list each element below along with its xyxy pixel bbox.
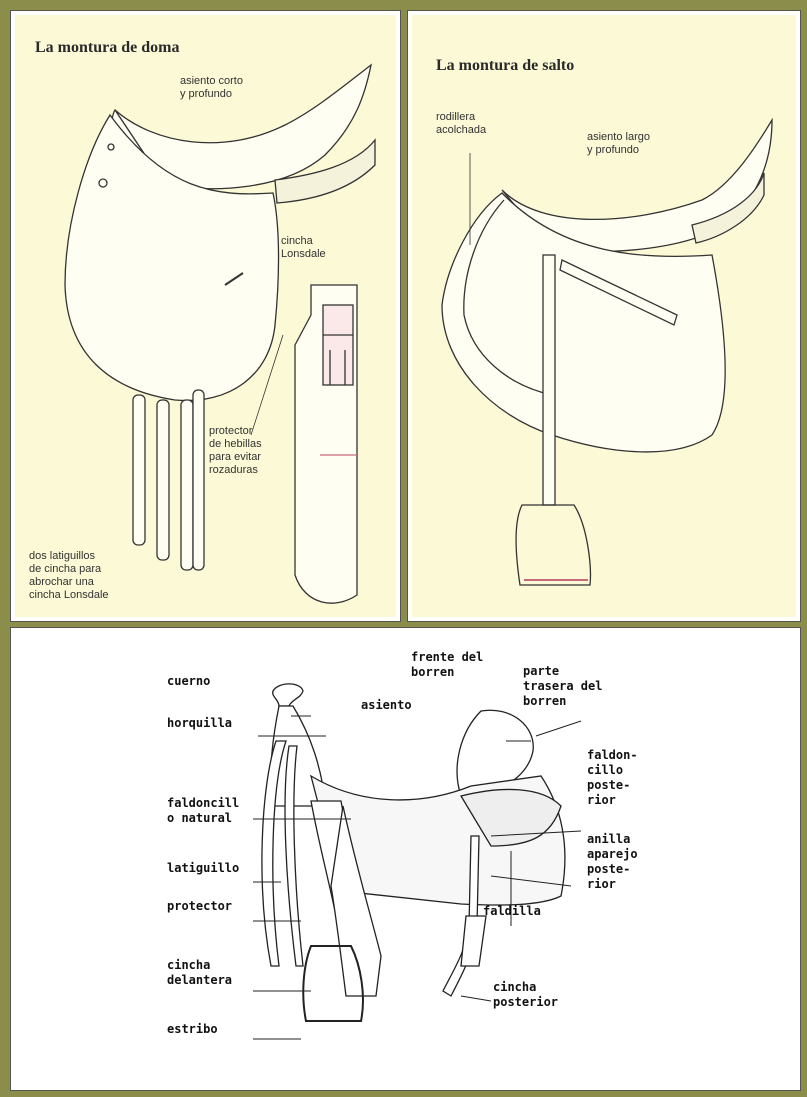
- horn-shape: [273, 684, 303, 706]
- fender-label: faldilla: [483, 904, 541, 919]
- guard-label: protector: [167, 899, 232, 914]
- fork-label: horquilla: [167, 716, 232, 731]
- jumping-saddle-panel: La montura de salto rodillera acolchada …: [407, 10, 801, 622]
- cantle-front-label: frente del borren: [411, 650, 483, 680]
- jumping-saddle-illustration-area: La montura de salto rodillera acolchada …: [412, 15, 796, 617]
- billet-strap: [133, 395, 145, 545]
- dressage-saddle-illustration-area: La montura de doma asiento corto y profu…: [15, 15, 396, 617]
- dressage-girth-label: cincha Lonsdale: [281, 235, 326, 261]
- seat-label: asiento: [361, 698, 412, 713]
- billet-strap: [157, 400, 169, 560]
- dressage-saddle-panel: La montura de doma asiento corto y profu…: [10, 10, 401, 622]
- natural-jockey-label: faldoncill o natural: [167, 796, 239, 826]
- rear-jockey-label: faldon- cillo poste- rior: [587, 748, 638, 808]
- jumping-title: La montura de salto: [436, 57, 574, 75]
- dressage-billets-label: dos latiguillos de cincha para abrochar …: [29, 550, 109, 602]
- dressage-buckle-guard-label: protector de hebillas para evitar rozadu…: [209, 425, 262, 477]
- stirrup-leather: [543, 255, 555, 505]
- western-saddle-illustration-area: cuerno horquilla asiento frente del borr…: [161, 636, 635, 1082]
- jumping-knee-roll-label: rodillera acolchada: [436, 111, 486, 137]
- rear-rigging-label: anilla aparejo poste- rior: [587, 832, 638, 892]
- dressage-saddle-drawing: [15, 15, 396, 617]
- latigo-label: latiguillo: [167, 861, 239, 876]
- jumping-saddle-drawing: [412, 15, 796, 617]
- front-cinch-label: cincha delantera: [167, 958, 232, 988]
- dressage-title: La montura de doma: [35, 39, 179, 57]
- rear-cinch-label: cincha posterior: [493, 980, 558, 1010]
- stirrup-iron: [516, 505, 590, 585]
- dressage-seat-label: asiento corto y profundo: [180, 75, 243, 101]
- billet-strap: [193, 390, 204, 570]
- cantle-back-label: parte trasera del borren: [523, 664, 602, 709]
- jumping-seat-label: asiento largo y profundo: [587, 131, 650, 157]
- western-saddle-panel: cuerno horquilla asiento frente del borr…: [10, 627, 801, 1091]
- billet-strap: [181, 400, 193, 570]
- stirrup-label: estribo: [167, 1022, 218, 1037]
- horn-label: cuerno: [167, 674, 210, 689]
